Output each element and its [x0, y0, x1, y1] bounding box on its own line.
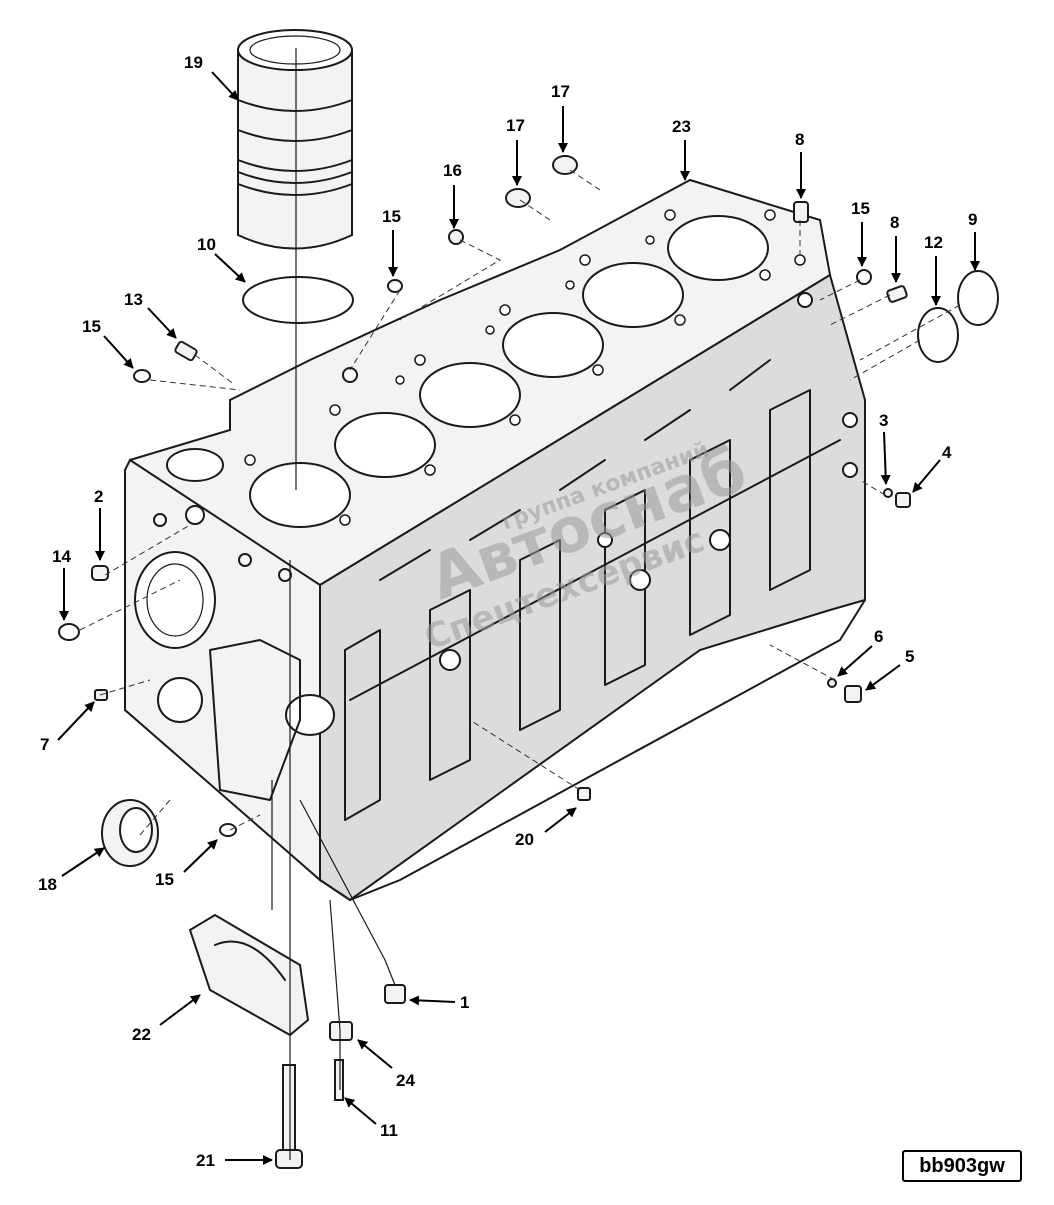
o-ring-14 [58, 623, 80, 641]
callout-8-top: 8 [795, 130, 804, 149]
o-ring-15-left [133, 369, 151, 383]
cup-plug-17b [552, 155, 578, 175]
callout-15-bottom: 15 [155, 870, 174, 889]
callout-arrows [57, 71, 980, 1165]
callout-1: 1 [460, 993, 469, 1012]
assembly-lines [79, 48, 961, 1160]
plug-4 [895, 492, 911, 508]
callout-7: 7 [40, 735, 49, 754]
plug-16 [448, 229, 464, 245]
callout-13: 13 [124, 290, 143, 309]
seal-ring-12 [917, 307, 959, 363]
rear-seal-18 [101, 799, 159, 867]
callout-17-right: 17 [551, 82, 570, 101]
plug-20 [577, 787, 591, 801]
callout-23: 23 [672, 117, 691, 136]
part-24 [329, 1021, 353, 1041]
callout-21: 21 [196, 1151, 215, 1170]
main-bearing-cap [188, 913, 310, 1037]
callout-19: 19 [184, 53, 203, 72]
callout-8-right: 8 [890, 213, 899, 232]
plug-5 [844, 685, 862, 703]
figure-code-label: bb903gw [902, 1150, 1022, 1182]
callout-4: 4 [942, 443, 952, 462]
part-1 [384, 984, 406, 1004]
callout-10: 10 [197, 235, 216, 254]
callout-numbers: 19 10 13 15 15 16 17 17 23 8 15 8 12 9 3… [38, 53, 977, 1170]
callout-9: 9 [968, 210, 977, 229]
callout-11: 11 [380, 1121, 398, 1140]
callout-12: 12 [924, 233, 943, 252]
o-ring-15-bottom [219, 823, 237, 837]
plug-8-top [793, 201, 809, 223]
washer-6 [827, 678, 837, 688]
screw-11 [334, 1059, 344, 1101]
callout-2: 2 [94, 487, 103, 506]
washer-3 [883, 488, 893, 498]
cylinder-block [124, 178, 866, 902]
callout-3: 3 [879, 411, 888, 430]
cup-plug-17a [505, 188, 531, 208]
callout-20: 20 [515, 830, 534, 849]
liner-seal-ring [242, 276, 354, 324]
callout-5: 5 [905, 647, 914, 666]
callout-15-top: 15 [382, 207, 401, 226]
callout-24: 24 [396, 1071, 415, 1090]
callout-6: 6 [874, 627, 883, 646]
plug-13 [174, 340, 198, 362]
o-ring-15-right [856, 269, 872, 285]
seal-ring-9 [957, 270, 999, 326]
plug-8-right [886, 285, 908, 303]
callout-22: 22 [132, 1025, 151, 1044]
callout-17-left: 17 [506, 116, 525, 135]
o-ring-15-top [387, 279, 403, 293]
callout-15-right: 15 [851, 199, 870, 218]
callout-18: 18 [38, 875, 57, 894]
plug-2 [91, 565, 109, 581]
cylinder-liner [237, 29, 353, 250]
cap-bolt [275, 1064, 303, 1169]
callout-16: 16 [443, 161, 462, 180]
callout-14: 14 [52, 547, 71, 566]
callout-15-left: 15 [82, 317, 101, 336]
